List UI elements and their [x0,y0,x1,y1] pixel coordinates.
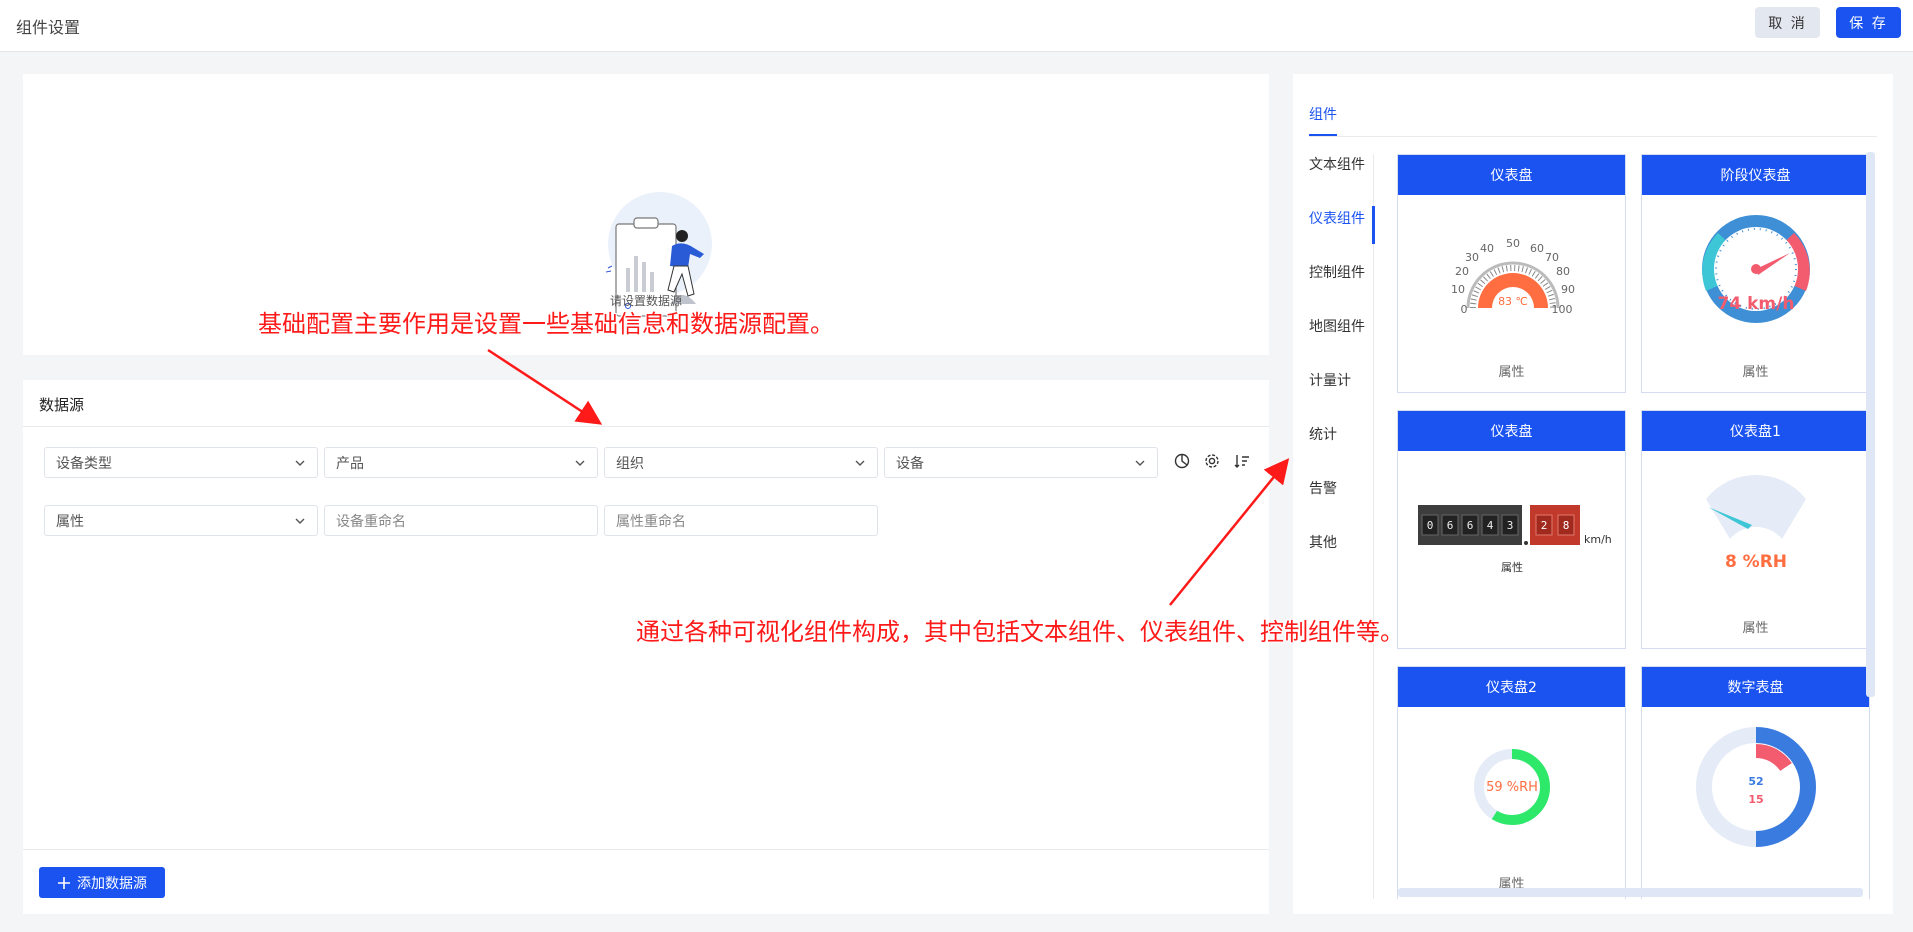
empty-illustration-icon [605,192,712,317]
card-title: 仪表盘1 [1642,411,1869,451]
cancel-button[interactable]: 取 消 [1755,7,1820,38]
card-title: 仪表盘 [1398,411,1625,451]
chevron-down-icon [1135,460,1145,466]
gauge-chart: 83 ℃ 0 10 20 30 40 50 60 70 80 90 100 [1451,237,1575,316]
digital-dial-chart: 52 15 [1696,727,1816,847]
component-card-digital-dial[interactable]: 数字表盘 52 15 [1641,666,1870,899]
odometer-unit: km/h [1584,533,1612,546]
divider [1309,136,1877,137]
gauge-1-chart: 8 %RH [1706,474,1806,572]
datasource-title: 数据源 [39,396,85,414]
tick-label: 60 [1530,242,1544,255]
category-statistics[interactable]: 统计 [1309,427,1337,443]
save-button[interactable]: 保 存 [1836,7,1901,38]
odometer-digit: 6 [1447,519,1454,532]
device-select[interactable]: 设备 [884,447,1158,478]
odometer-chart: 0 6 6 4 3 2 [1418,505,1612,574]
annotation-bottom: 通过各种可视化组件构成，其中包括文本组件、仪表组件、控制组件等。 [636,618,1404,646]
dial-value-b: 15 [1748,793,1763,806]
chevron-down-icon [295,460,305,466]
card-title: 阶段仪表盘 [1642,155,1869,195]
category-text[interactable]: 文本组件 [1309,157,1365,173]
organization-select[interactable]: 组织 [604,447,878,478]
tick-label: 100 [1552,303,1573,316]
category-alarm[interactable]: 告警 [1309,481,1337,497]
top-bar: 组件设置 取 消 保 存 [0,0,1913,52]
device-type-select[interactable]: 设备类型 [44,447,318,478]
add-datasource-button[interactable]: 添加数据源 [39,867,165,898]
gauge-value: 8 %RH [1725,552,1787,572]
device-rename-input[interactable]: 设备重命名 [324,505,598,536]
gauge-value: 74 km/h [1718,294,1795,314]
empty-hint: 请设置数据源 [609,294,682,308]
component-card-gauge-1[interactable]: 仪表盘1 8 %RH 属性 [1641,410,1870,649]
tick-label: 0 [1461,303,1468,316]
odometer-digit: 4 [1487,519,1494,532]
select-value: 属性 [56,513,84,530]
attribute-select[interactable]: 属性 [44,505,318,536]
select-value: 组织 [616,455,644,472]
card-title: 仪表盘 [1398,155,1625,195]
odometer-decimal: 8 [1563,519,1570,532]
chevron-down-icon [575,460,585,466]
card-title: 仪表盘2 [1398,667,1625,707]
component-grid: 仪表盘 83 ℃ 0 10 20 30 40 50 60 70 [1397,154,1887,899]
category-control[interactable]: 控制组件 [1309,265,1365,281]
card-footer: 属性 [1742,621,1769,636]
tick-label: 30 [1465,251,1479,264]
tick-label: 80 [1556,265,1570,278]
category-active-indicator [1372,206,1375,244]
components-panel: 组件 文本组件 仪表组件 控制组件 地图组件 计量计 统计 告警 其他 仪表盘 … [1293,74,1893,914]
component-card-gauge-2[interactable]: 仪表盘2 59 %RH 属性 [1397,666,1626,899]
tick-label: 10 [1451,283,1465,296]
select-value: 设备 [896,455,924,472]
category-other[interactable]: 其他 [1309,535,1337,551]
datasource-panel: 数据源 设备类型 产品 组织 设备 属性 设备重命名 属性重命名 添加数据源 [23,380,1269,914]
card-footer: 属性 [1498,365,1525,380]
page-title: 组件设置 [16,18,81,37]
product-select[interactable]: 产品 [324,447,598,478]
chevron-down-icon [295,518,305,524]
card-footer: 属性 [1742,365,1769,380]
select-value: 产品 [336,455,364,472]
preview-panel: 请设置数据源 [23,74,1269,355]
category-rail [1373,154,1374,899]
attribute-rename-input[interactable]: 属性重命名 [604,505,878,536]
gauge-value: 59 %RH [1486,780,1538,795]
dial-value-a: 52 [1748,775,1763,788]
tick-label: 50 [1506,237,1520,250]
vertical-scrollbar[interactable] [1866,152,1875,697]
divider [23,426,1269,427]
odometer-digit: 3 [1507,519,1514,532]
gauge-value: 83 ℃ [1498,295,1528,308]
chart-pie-icon[interactable] [1173,452,1191,470]
card-title: 数字表盘 [1642,667,1869,707]
category-map[interactable]: 地图组件 [1309,319,1365,335]
add-datasource-label: 添加数据源 [77,875,147,892]
odometer-decimal: 2 [1541,519,1548,532]
odometer-label: 属性 [1501,560,1523,574]
stage-gauge-chart: 74 km/h [1702,215,1810,323]
category-gauge[interactable]: 仪表组件 [1309,211,1365,227]
odometer-digit: 0 [1427,519,1434,532]
tick-label: 40 [1480,242,1494,255]
component-card-gauge[interactable]: 仪表盘 83 ℃ 0 10 20 30 40 50 60 70 [1397,154,1626,393]
tab-components[interactable]: 组件 [1309,104,1337,136]
component-card-stage-gauge[interactable]: 阶段仪表盘 74 km/h 属性 [1641,154,1870,393]
annotation-top: 基础配置主要作用是设置一些基础信息和数据源配置。 [258,310,834,338]
tick-label: 20 [1455,265,1469,278]
odometer-digit: 6 [1467,519,1474,532]
tick-label: 70 [1545,251,1559,264]
category-meter[interactable]: 计量计 [1309,373,1351,389]
component-card-odometer[interactable]: 仪表盘 0 6 6 4 3 [1397,410,1626,649]
gauge-2-chart: 59 %RH [1474,749,1550,825]
select-value: 设备类型 [56,455,112,472]
divider [23,849,1269,850]
gear-icon[interactable] [1203,452,1221,470]
sort-icon[interactable] [1233,452,1251,470]
tick-label: 90 [1561,283,1575,296]
plus-icon [58,876,70,889]
chevron-down-icon [855,460,865,466]
horizontal-scrollbar[interactable] [1398,888,1863,897]
